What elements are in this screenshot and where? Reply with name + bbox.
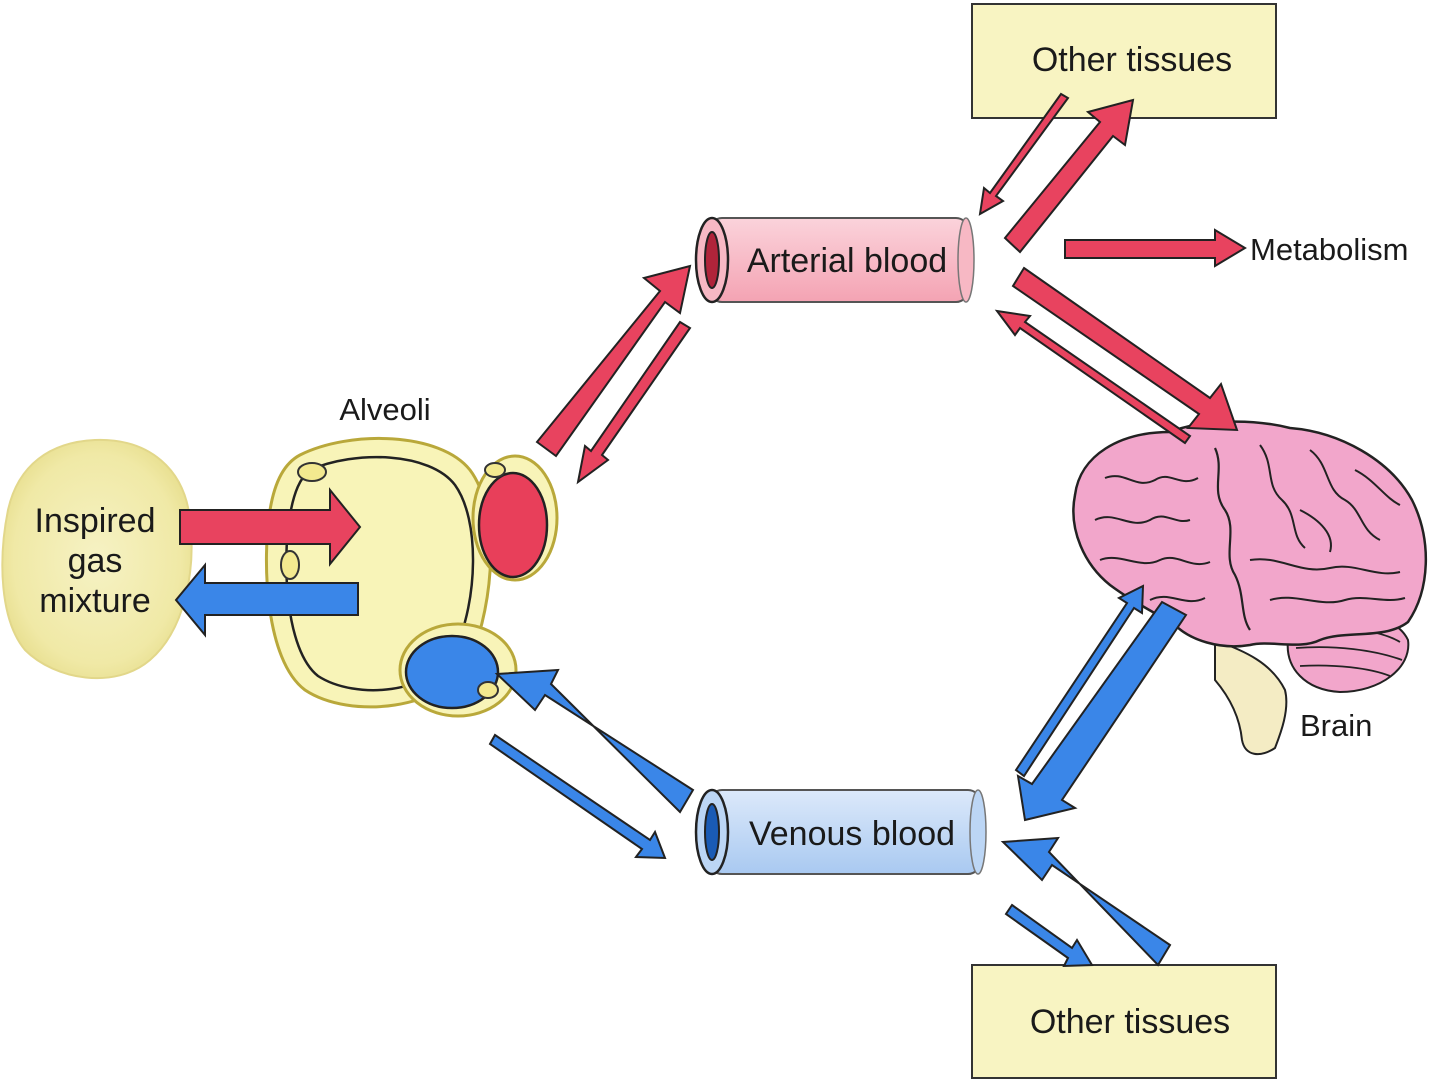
arrow-tissues-bottom-to-venous — [1000, 836, 1172, 967]
inspired-gas-label-line1: Inspired — [35, 502, 156, 540]
inspired-gas-label-line2: gas — [68, 542, 123, 580]
arrow-arterial-to-alveoli — [576, 320, 692, 485]
arrow-tissues-top-to-arterial — [978, 92, 1070, 216]
arrow-venous-to-alveoli — [494, 668, 695, 814]
arterial-blood-label: Arterial blood — [747, 242, 947, 280]
venous-blood-label: Venous blood — [749, 815, 955, 853]
arrow-alveoli-to-venous — [488, 733, 667, 860]
alveoli-label: Alveoli — [339, 392, 430, 427]
arrow-alveoli-to-arterial — [535, 264, 692, 458]
metabolism-arrow — [1064, 228, 1247, 268]
exhale-arrow — [174, 562, 359, 638]
arrow-brain-to-venous — [1016, 600, 1188, 822]
arrow-arterial-to-brain — [1011, 266, 1239, 432]
other-tissues-top-label: Other tissues — [1032, 41, 1232, 79]
arrow-venous-to-tissues-bottom — [1004, 903, 1094, 968]
inspired-gas-cloud — [1, 438, 193, 680]
venous-blood-vessel — [694, 788, 987, 876]
arrow-venous-to-brain — [1014, 584, 1145, 778]
inspired-gas-label-line3: mixture — [39, 582, 150, 620]
metabolism-label: Metabolism — [1250, 232, 1409, 267]
arrow-brain-to-arterial — [994, 309, 1192, 445]
arrow-arterial-to-tissues-top — [1003, 98, 1135, 254]
brain-label: Brain — [1300, 708, 1372, 743]
inhale-arrow — [179, 487, 362, 567]
arterial-blood-vessel — [694, 216, 975, 304]
brain-illustration — [1072, 420, 1427, 756]
other-tissues-bottom-label: Other tissues — [1030, 1003, 1230, 1041]
other-tissues-bottom-box — [971, 964, 1277, 1079]
